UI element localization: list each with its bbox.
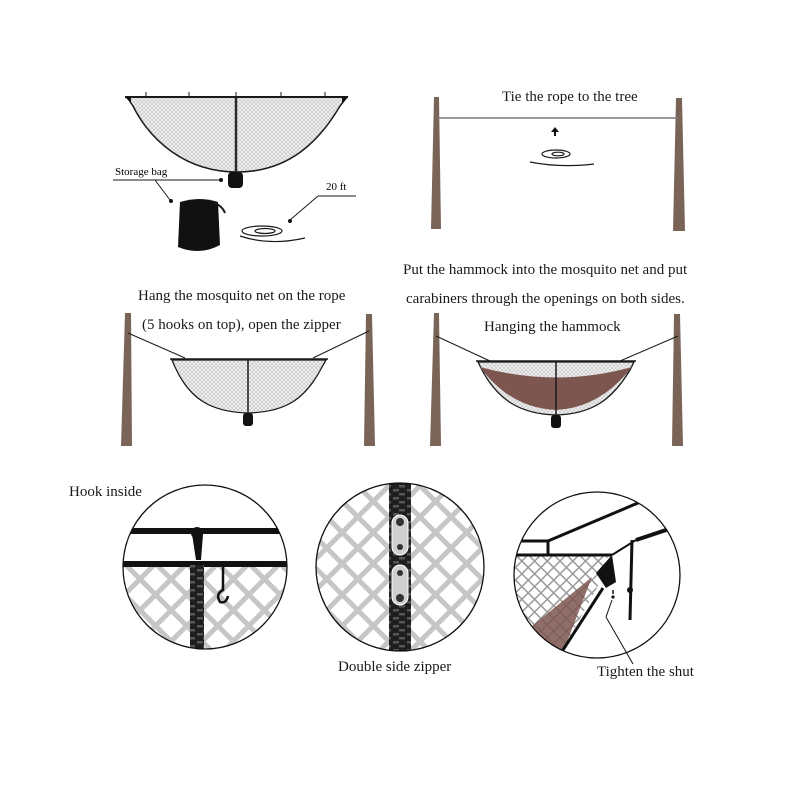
panel-contents [113, 92, 356, 252]
detail-double-zipper [315, 482, 485, 652]
hang-net-line2: (5 hooks on top), open the zipper [142, 317, 341, 333]
detail-tighten-shut [513, 491, 681, 665]
hang-hammock-line2: carabiners through the openings on both … [406, 291, 685, 307]
rope-coil-icon [239, 225, 306, 243]
hang-hammock-line1: Put the hammock into the mosquito net an… [403, 262, 688, 278]
panel-tie-rope [431, 97, 685, 231]
storage-bag-pointer [113, 179, 220, 201]
panel-hang-net [121, 313, 375, 446]
tighten-shut-label: Tighten the shut [597, 664, 694, 680]
double-zipper-label: Double side zipper [338, 659, 452, 675]
hook-inside-label: Hook inside [69, 484, 142, 500]
detail-hook-inside [122, 484, 288, 650]
tree-trunk-left [430, 313, 441, 446]
tree-trunk-left [431, 97, 441, 229]
mosquito-net-illustration [125, 92, 349, 188]
tree-trunk-left [121, 313, 132, 446]
hang-hammock-subtitle: Hanging the hammock [484, 319, 621, 335]
storage-bag-label: Storage bag [115, 166, 168, 178]
tree-trunk-right [672, 314, 683, 446]
panel-hang-hammock [430, 313, 683, 446]
hang-net-line1: Hang the mosquito net on the rope [138, 288, 346, 304]
tighten-pointer [605, 599, 634, 665]
tree-trunk-right [364, 314, 375, 446]
storage-bag-icon [178, 199, 220, 252]
tree-trunk-right [673, 98, 685, 231]
rope-length-label: 20 ft [326, 181, 346, 193]
arrow-up-icon [551, 127, 559, 136]
tie-rope-title: Tie the rope to the tree [502, 89, 638, 105]
